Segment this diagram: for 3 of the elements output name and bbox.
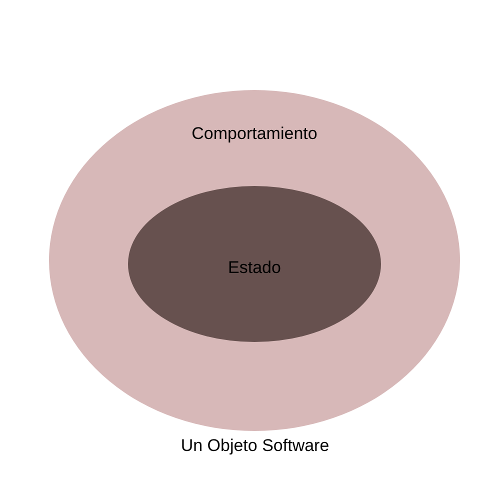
caption: Un Objeto Software bbox=[180, 436, 330, 456]
ellipse-label: Estado bbox=[228, 258, 281, 278]
ellipse-label: Comportamiento bbox=[192, 124, 318, 144]
